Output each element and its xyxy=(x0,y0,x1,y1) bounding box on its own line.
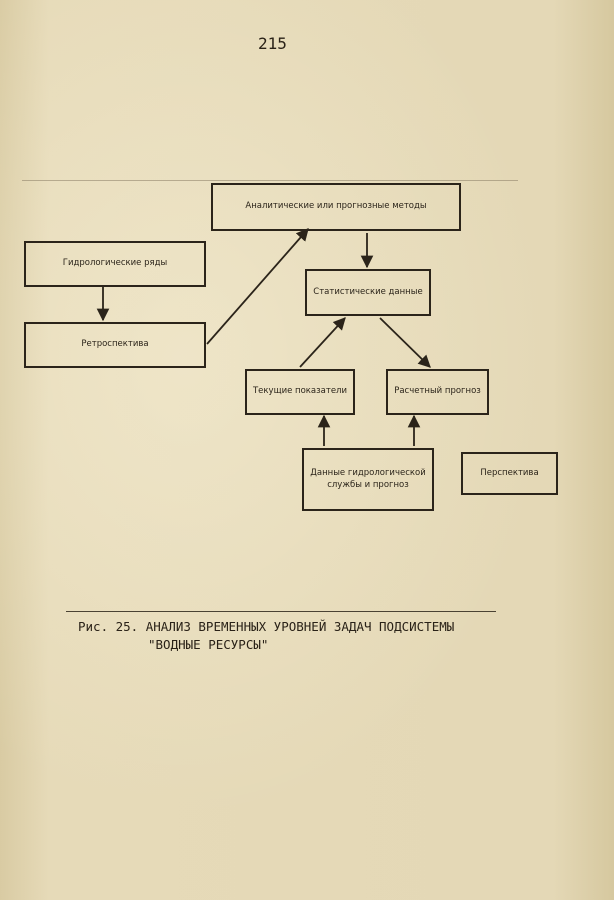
figure-caption: Рис. 25. АНАЛИЗ ВРЕМЕННЫХ УРОВНЕЙ ЗАДАЧ … xyxy=(78,618,538,654)
box-hydrological-series: Гидрологические ряды xyxy=(24,241,206,287)
caption-line-2: "ВОДНЫЕ РЕСУРСЫ" xyxy=(148,637,269,653)
box-calculated-forecast: Расчетный прогноз xyxy=(386,369,489,415)
arrow-retrospective-to-analytic xyxy=(206,228,309,345)
caption-line-1: Рис. 25. АНАЛИЗ ВРЕМЕННЫХ УРОВНЕЙ ЗАДАЧ … xyxy=(78,619,455,634)
box-analytic-methods: Аналитические или прогнозные методы xyxy=(211,183,461,231)
box-hydrological-service-data: Данные гидрологической службы и прогноз xyxy=(302,448,434,511)
box-statistical-data: Статистические данные xyxy=(305,269,431,316)
box-current-indicators: Текущие показатели xyxy=(245,369,355,415)
box-perspective: Перспектива xyxy=(461,452,558,495)
box-retrospective: Ретроспектива xyxy=(24,322,206,368)
arrow-current-to-statistics xyxy=(299,317,346,368)
page-number: 215 xyxy=(258,34,287,53)
arrow-statistics-to-forecast xyxy=(379,317,431,368)
caption-divider xyxy=(66,611,496,612)
faint-divider xyxy=(22,180,518,181)
